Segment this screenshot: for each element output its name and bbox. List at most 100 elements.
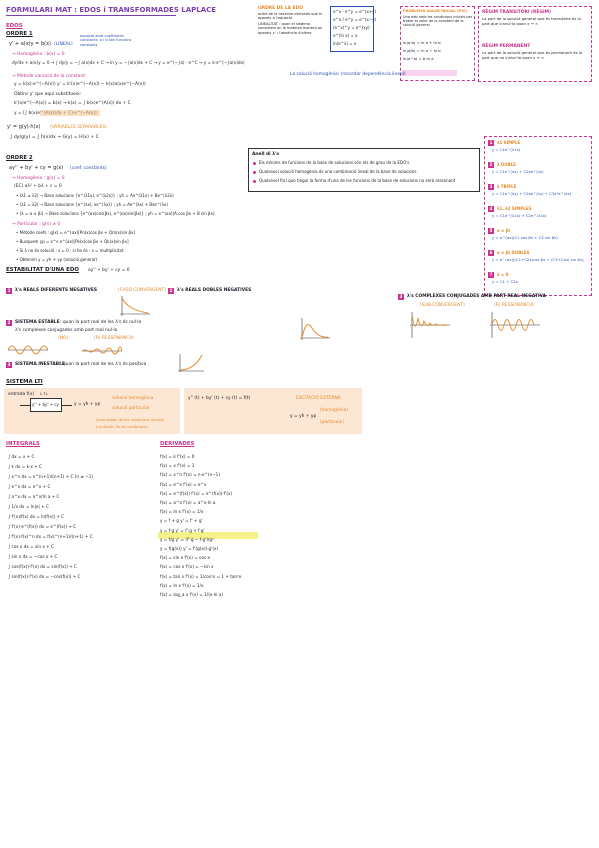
derivada-item: f(x) = k f'(x) = 0 <box>160 454 195 459</box>
ordre1-homog-label: → Homogènia : b(x) = 0 <box>12 52 65 57</box>
root-case-number: 2 <box>488 162 494 168</box>
exp-rule-0: e^x · e^y = e^(x+y) <box>333 9 377 14</box>
root-case-eq: y = C1e^(λx) + C2xe^(λx) <box>492 169 544 174</box>
regim-transitori-text: La part de la solució general que és tra… <box>482 16 581 26</box>
pvi-title: PROBLEMA VALOR INICIAL (PVI) <box>403 9 468 13</box>
lti-block <box>30 398 62 412</box>
derivada-item: f(x) = tan x f'(x) = 1/cos²x = 1 + tan²x <box>160 573 242 579</box>
lti-right-sum: y = yh + yp <box>290 414 317 419</box>
ordre2-partic-3: • Si λ no és solució : s = 0 ; si ho és … <box>16 248 124 253</box>
ordre1-var-1: y = k(x)·e^(−A(x)) y' = k'(x)e^(−A(x)) −… <box>14 82 146 87</box>
exp-rule-3: e^(ln x) = x <box>333 33 358 38</box>
estab-case3-graph-2 <box>490 312 540 338</box>
ordre2-homog: → Homogènia : g(x) = 0 <box>12 176 65 181</box>
root-case-label: α ± βi <box>497 228 511 233</box>
lti-out-label: y = yh + yp <box>74 402 101 407</box>
estab-case1-note: (CASO CONVERGENT) <box>118 288 166 293</box>
ordre2-case2: • (λ1 = λ2) → Base solucions {e^(λx), xe… <box>16 202 168 207</box>
exp-rule-1: e^x / e^y = e^(x−y) <box>333 17 377 22</box>
ordre2-eq-note: (coef. constants) <box>70 166 107 171</box>
lti-in-label: entrada f(x) <box>8 392 35 397</box>
derivada-item: y = f(g(x)) y' = f'(g(x))·g'(x) <box>160 546 219 551</box>
regim-permanent-title: RÈGIM PERMANENT <box>482 44 531 49</box>
root-case-label: λ1, λ2 SIMPLES <box>497 206 532 211</box>
ordre2-partic-1: • Mètode coefs : g(x) = e^(αx)[Pn(x)cos … <box>16 230 135 235</box>
ordre1-sep-eq: y' = g(y)·h(x) <box>7 124 41 130</box>
section-edos: EDOS <box>6 23 23 29</box>
ordre1-sep-tag: (VARIABLES SEPARABLES) <box>50 125 107 130</box>
highlight-var-solution <box>40 110 100 116</box>
estab-stable-label: SISTEMA ESTABLE <box>15 320 60 325</box>
root-case-number: 3 <box>488 184 494 190</box>
integral-item: ∫ x^n dx = x^(n+1)/(n+1) + C (n ≠ −1) <box>8 474 94 479</box>
lti-right-note1: (homogènia) <box>320 408 349 413</box>
integral-item: ∫ k dx = k·x + C <box>8 464 42 469</box>
bullet-2 <box>253 180 256 183</box>
derivada-item: f(x) = log_a x f'(x) = 1/(x·ln a) <box>160 592 223 597</box>
lti-partic-bubble: solució particular <box>112 406 150 411</box>
derivada-item: f(x) = ln x f'(x) = 1/x <box>160 582 204 588</box>
ordre-edo-title: ORDRE DE LA EDO <box>258 6 303 11</box>
root-case-number: 5 <box>488 228 494 234</box>
estab-case1-graph <box>120 296 150 316</box>
page-title: FORMULARI MAT : EDOS i TRANSFORMADES LAP… <box>6 6 217 14</box>
ordre-edo-text: ordre de la màxima derivada que hi apare… <box>258 12 323 21</box>
highlight-chain-rule <box>158 532 258 539</box>
estab-stable-graph-2 <box>81 346 123 355</box>
derivada-item: y = f·g y' = f'·g + f·g' <box>160 527 205 533</box>
highlight-log-rule <box>402 70 457 76</box>
lti-right-bg <box>184 388 362 434</box>
estab-stable-text: : quan la part real de les λ's és nul·la <box>60 320 142 325</box>
section-sistema-lti: SISTEMA LTI <box>6 379 43 385</box>
derivada-item: f(x) = ln x f'(x) = 1/x <box>160 509 204 515</box>
dependence-item-2: Qualsevol f(x) que tingui la forma d'una… <box>259 178 456 183</box>
estab-stable-note1: (NO) <box>58 336 69 341</box>
regim-permanent-text: La part de la solució general que és per… <box>482 50 583 60</box>
section-ordre2: ORDRE 2 <box>6 155 33 161</box>
section-estabilitat: ESTABILITAT D'UNA EDO <box>6 267 79 273</box>
estab-num-2: 2 <box>168 288 174 294</box>
log-rule-2: ln(a^b) = b·ln a <box>403 56 434 61</box>
root-case-number: 4 <box>488 206 494 212</box>
estab-num-3: 3 <box>398 294 404 300</box>
lti-note1: (com depèn de les condicions inicials) <box>96 418 165 422</box>
pvi-text: Una edo amb les condicions inicials per … <box>403 15 473 28</box>
integral-item: ∫ f'(x)·e^(f(x)) dx = e^(f(x)) + C <box>8 524 77 529</box>
regim-box <box>478 6 592 82</box>
derivada-item: f(x) = e^x f'(x) = e^x <box>160 481 207 487</box>
integral-item: ∫ e^x dx = e^x + C <box>8 484 51 489</box>
derivada-item: f(x) = e^(f(x)) f'(x) = e^(f(x))·f'(x) <box>160 490 233 496</box>
root-case-eq: y = e^(αx)[(C1+C2x)cos βx + (C3+C4x) sin… <box>492 257 584 262</box>
estab-stable-sub: λ's complexes conjugades amb part real n… <box>15 328 118 333</box>
integral-item: ∫ sin x dx = −cos x + C <box>8 554 58 559</box>
integral-item: ∫ sin(f(x))·f'(x) dx = −cos(f(x)) + C <box>8 574 81 579</box>
lti-homog-bubble: solució homogènia <box>112 396 154 401</box>
exp-rules-box <box>330 6 374 52</box>
ordre1-var-3: k'(x)e^(−A(x)) = b(x) → k(x) = ∫ b(x)e^(… <box>14 101 131 106</box>
root-case-label: α ± βi DOBLES <box>497 250 530 255</box>
ordre1-lineal-tag: (LINEAL) <box>54 42 73 47</box>
ordre2-partic-4: • Obtenim y = yh + yp (solució general) <box>16 257 97 262</box>
lti-arrow-out <box>62 405 72 406</box>
hom-note: La solució homogènia: (recordar dependèn… <box>290 72 406 77</box>
estab-num-unstable: 3 <box>6 362 12 368</box>
root-case-eq: y = e^(αx)(C1 cos βx + C2 sin βx) <box>492 235 558 240</box>
integral-item: ∫ f'(x)/f(x) dx = ln|f(x)| + C <box>8 514 65 519</box>
lti-right-eq: y'' (t) + by' (t) + cy (t) = f(t) <box>188 396 251 401</box>
estab-case2-label: λ's REALS DOBLES NEGATIVES <box>177 288 252 293</box>
dependence-box <box>248 148 480 192</box>
bullet-0 <box>253 162 256 165</box>
root-case-label: λ TRIPLE <box>497 184 517 189</box>
integral-item: ∫ f'(x)·f(x)^n dx = f(x)^(n+1)/(n+1) + C <box>8 534 93 539</box>
section-integrals: INTEGRALS <box>6 441 40 447</box>
ordre1-homog-steps: dy/dx + a(x)y = 0 → ∫ dy/y = −∫ a(x)dx +… <box>12 60 245 65</box>
ordre2-case1: • (λ1 ≠ λ2) → Base solucions {e^(λ1x), e… <box>16 193 174 198</box>
exp-rule-4: ln(e^x) = x <box>333 41 357 46</box>
title-underline <box>6 15 176 16</box>
estab-case3-note2: (R) RESSONÀNCIA <box>494 303 534 308</box>
estab-case2-graph <box>300 318 330 340</box>
ordre1-lineal-eq: y' + a(x)y = b(x) <box>9 41 51 47</box>
lti-right-note2: (particular) <box>320 420 345 425</box>
derivada-item: y = f/g y' = (f'·g − f·g')/g² <box>160 536 214 542</box>
root-case-number: 1 <box>488 140 494 146</box>
